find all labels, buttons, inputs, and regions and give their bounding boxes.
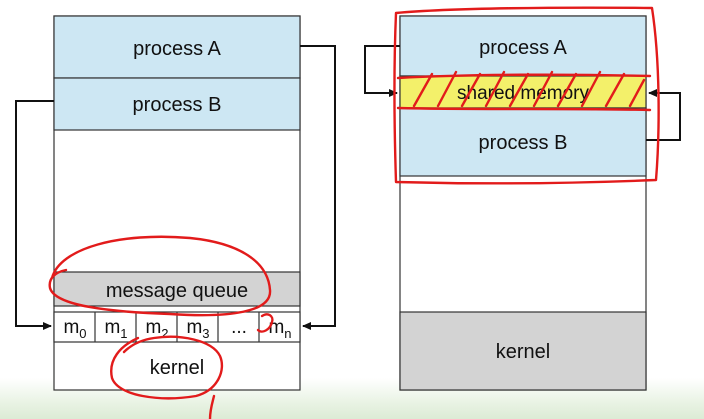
message-cells: m0 m1 m2 m3 ... mn bbox=[53, 311, 301, 343]
right-process-b-box bbox=[399, 107, 647, 177]
message-cell-2: m2 bbox=[145, 317, 168, 341]
process-b-to-queue-arrow bbox=[15, 100, 54, 330]
red-annotations bbox=[48, 6, 660, 419]
kernel-tail-annotation bbox=[208, 394, 216, 419]
right-process-a-label: process A bbox=[479, 37, 567, 59]
right-process-divider-annotation bbox=[396, 73, 652, 80]
right-process-b-label: process B bbox=[479, 132, 568, 154]
right-process-a-box bbox=[399, 15, 647, 77]
message-cell-0: m0 bbox=[63, 317, 86, 341]
message-queue-circle-annotation bbox=[48, 235, 272, 317]
queue-cell-scribble bbox=[256, 313, 274, 333]
message-cell-3: m3 bbox=[186, 317, 209, 341]
message-cell-ellipsis: ... bbox=[231, 317, 247, 338]
right-shared-divider-annotation bbox=[396, 106, 652, 112]
queue-to-process-a-arrow bbox=[300, 45, 336, 330]
message-cell-1: m1 bbox=[104, 317, 127, 341]
message-passing-diagram: process A process B message queue m0 m1 … bbox=[15, 15, 336, 391]
message-queue-box bbox=[53, 271, 301, 307]
left-process-b-box bbox=[53, 77, 301, 131]
left-kernel-label: kernel bbox=[150, 357, 204, 379]
shared-memory-hatching-annotation bbox=[412, 70, 646, 108]
left-process-a-box bbox=[53, 15, 301, 79]
right-kernel-box bbox=[399, 311, 647, 391]
right-kernel-label: kernel bbox=[496, 341, 550, 363]
message-queue-label: message queue bbox=[106, 280, 248, 302]
right-process-region-box-annotation bbox=[393, 6, 660, 185]
left-process-b-label: process B bbox=[133, 94, 222, 116]
shared-memory-diagram: process A shared memory process B kernel bbox=[364, 15, 681, 391]
kernel-circle-annotation bbox=[110, 335, 224, 400]
left-process-a-label: process A bbox=[133, 38, 221, 60]
process-a-to-shared-arrow bbox=[364, 45, 400, 97]
process-b-to-shared-arrow bbox=[646, 89, 681, 141]
